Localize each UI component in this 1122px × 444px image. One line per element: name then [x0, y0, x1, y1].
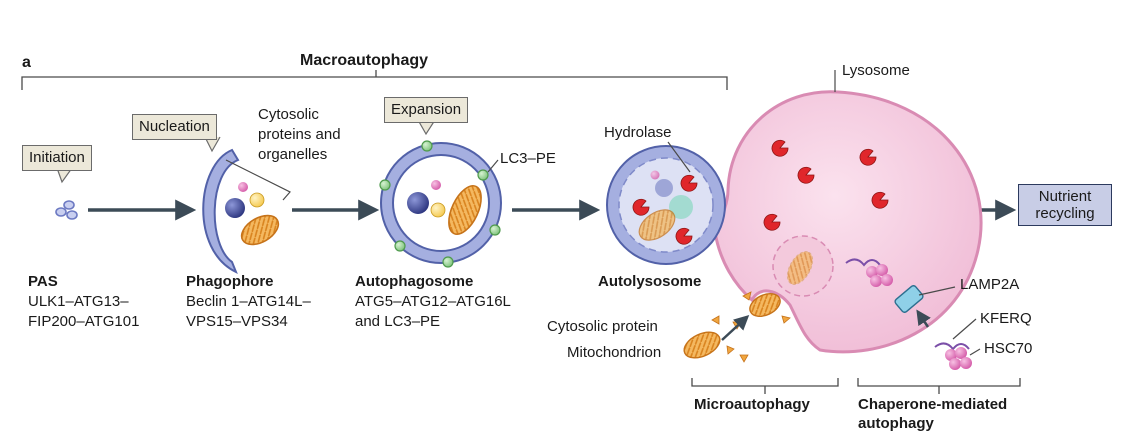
stage-pas-title: PAS: [28, 273, 58, 290]
autolysosome-hydrolases: [632, 174, 698, 245]
stage-pas-line1: ULK1–ATG13–: [28, 293, 129, 310]
nutrient-recycling-line1: Nutrient: [1038, 188, 1092, 205]
cytosolic-protein-label: Cytosolic protein: [547, 318, 658, 335]
cytosolic-cargo-line2: proteins and: [258, 126, 341, 143]
stage-phagophore-line2: VPS15–VPS34: [186, 313, 288, 330]
autophagosome: [379, 140, 502, 268]
lc3-pe-dots: [379, 140, 501, 268]
microautophagy-cargo: [683, 291, 791, 363]
hydrolase-label: Hydrolase: [604, 124, 672, 141]
stage-pas-line2: FIP200–ATG101: [28, 313, 140, 330]
cma-bracket: [857, 378, 1021, 387]
stage-phagophore-title: Phagophore: [186, 273, 274, 290]
hsc70-label: HSC70: [984, 340, 1033, 357]
stage-autophagosome-line2: and LC3–PE: [355, 313, 441, 330]
phagophore: [202, 148, 291, 275]
macroautophagy-label: Macroautophagy: [300, 52, 429, 69]
stage-phagophore-line1: Beclin 1–ATG14L–: [186, 293, 311, 310]
cytosolic-cargo-line1: Cytosolic: [258, 106, 319, 123]
mitochondrion-label: Mitochondrion: [567, 344, 662, 361]
cytosolic-cargo-line3: organelles: [258, 146, 328, 163]
lysosome-label: Lysosome: [842, 62, 910, 79]
nucleation-box: Nucleation: [132, 114, 217, 140]
kferq-label: KFERQ: [980, 310, 1032, 327]
cma-label-line2: autophagy: [858, 415, 934, 432]
microautophagy-label: Microautophagy: [694, 396, 810, 413]
hydrolases: [763, 139, 889, 231]
pas-vesicles: [55, 200, 78, 220]
nutrient-recycling-line2: recycling: [1035, 205, 1095, 222]
cma-components: [845, 258, 981, 370]
initiation-box: Initiation: [22, 145, 92, 171]
autolysosome: [606, 141, 726, 265]
expansion-box: Expansion: [384, 97, 469, 123]
stage-autolysosome-title: Autolysosome: [598, 273, 702, 290]
macroautophagy-bracket: [21, 76, 728, 90]
stage-autophagosome-title: Autophagosome: [355, 273, 474, 290]
stage-autophagosome-line1: ATG5–ATG12–ATG16L: [355, 293, 511, 310]
lamp2a-label: LAMP2A: [960, 276, 1020, 293]
panel-label: a: [22, 54, 31, 71]
lc3-pe-label: LC3–PE: [500, 150, 556, 167]
cma-label-line1: Chaperone-mediated: [858, 396, 1008, 413]
nutrient-recycling-box: Nutrient recycling: [1018, 184, 1112, 226]
microautophagy-bracket: [691, 378, 839, 387]
